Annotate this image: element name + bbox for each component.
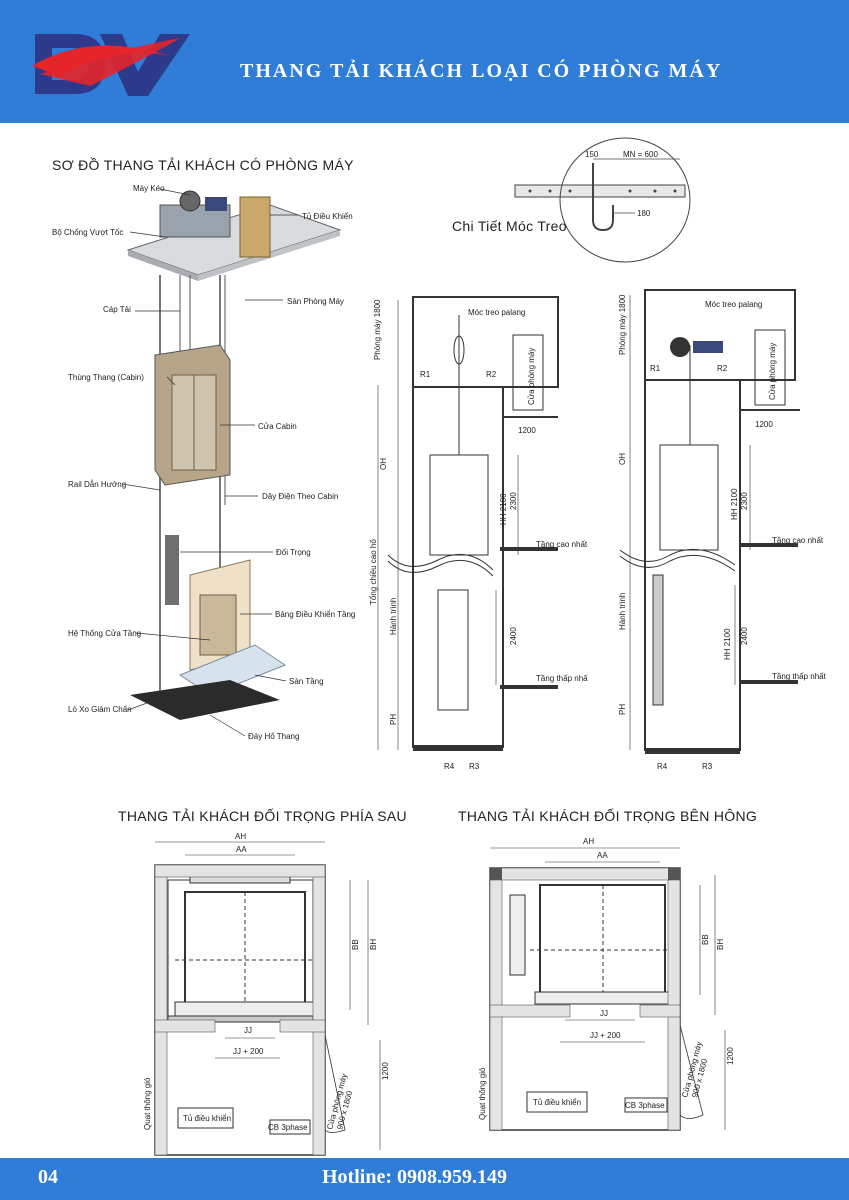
plan2-jj: JJ [600,1009,608,1018]
label-day-ho-thang: Đáy Hố Thang [248,732,300,741]
label-cap-tai: Cáp Tải [103,305,131,314]
plan-side-diagram: AH AA JJ JJ + 200 Tủ điều khiển CB 3phas… [478,837,735,1131]
hook-detail-title: Chi Tiết Móc Treo [452,218,567,234]
page-title: THANG TẢI KHÁCH LOẠI CÓ PHÒNG MÁY [240,60,723,82]
label-bang-dieu-khien-tang: Bảng Điều Khiển Tầng [275,610,356,619]
elev1-r3: R3 [469,762,480,771]
label-day-dien: Dây Điện Theo Cabin [262,492,339,501]
plan1-jj200: JJ + 200 [233,1047,264,1056]
elev2-2300: 2300 [740,492,749,510]
elev1-door: Cửa phòng máy [527,348,536,405]
plan2-1200: 1200 [726,1047,735,1065]
elev2-top-floor: Tầng cao nhất [772,536,824,545]
plan1-ah: AH [235,832,246,841]
elev1-2300: 2300 [509,492,518,510]
elev1-2400: 2400 [509,627,518,645]
label-thung-thang: Thùng Thang (Cabin) [68,373,144,382]
hook-dim-180: 180 [637,209,651,218]
hook-dim-150: 150 [585,150,599,159]
elev2-r4: R4 [657,762,668,771]
elev2-hh: HH 2100 [730,488,739,520]
label-san-phong-may: Sàn Phòng Máy [287,297,344,306]
elev1-r2: R2 [486,370,497,379]
rear-plan-title: THANG TẢI KHÁCH ĐỐI TRỌNG PHÍA SAU [118,808,407,824]
plan2-ah: AH [583,837,594,846]
plan2-jj200: JJ + 200 [590,1031,621,1040]
elev2-hh2: HH 2100 [723,628,732,660]
iso-diagram-title: SƠ ĐỒ THANG TẢI KHÁCH CÓ PHÒNG MÁY [52,157,354,173]
elev2-1200: 1200 [755,420,773,429]
elev2-oh: OH [618,453,627,465]
plan2-cb: CB 3phase [625,1101,665,1110]
plan1-aa: AA [236,845,247,854]
elev1-1200: 1200 [518,426,536,435]
elev1-oh: OH [379,458,388,470]
elev1-total: Tổng chiều cao hố [369,539,378,605]
page-number: 04 [38,1166,58,1188]
header-bar: THANG TẢI KHÁCH LOẠI CÓ PHÒNG MÁY [0,0,849,123]
elev1-pit: PH [389,714,398,725]
hotline-text[interactable]: Hotline: 0908.959.149 [322,1166,507,1188]
elev2-travel: Hành trình [618,593,627,630]
footer-bar: 04 Hotline: 0908.959.149 [0,1158,849,1200]
elev1-r1: R1 [420,370,431,379]
elev1-machine-room: Phòng máy 1800 [373,299,382,360]
elev1-hook-label: Móc treo palang [468,308,525,317]
elevation-side-diagram: Móc treo palang R1 R2 1200 Tầng cao nhất… [618,289,827,771]
elev2-hook-label: Móc treo palang [705,300,762,309]
plan1-bb: BB [351,939,360,950]
brand-logo [32,34,190,96]
label-rail-dan-huong: Rail Dẫn Hướng [68,480,127,489]
hook-dim-mn: MN = 600 [623,150,658,159]
elev2-bottom-floor: Tầng thấp nhất [772,672,827,681]
elev2-r3: R3 [702,762,713,771]
plan2-bh: BH [716,939,725,950]
elev2-door: Cửa phòng máy [768,343,777,400]
plan2-aa: AA [597,851,608,860]
label-may-keo: Máy Kéo [133,184,165,193]
elev2-machine-room: Phòng máy 1800 [618,294,627,355]
plan-rear-diagram: AH AA JJ JJ + 200 Tủ điều khiển CB 3phas… [143,832,390,1156]
plan1-panel: Tủ điều khiển [183,1114,231,1123]
elevation-rear-diagram: Móc treo palang R1 R2 1200 Tầng cao nhất… [369,296,588,771]
label-lo-xo-giam-chan: Lò Xo Giảm Chấn [68,705,132,714]
label-san-tang: Sàn Tầng [289,677,324,686]
elev2-pit: PH [618,704,627,715]
iso-elevator-diagram [121,188,342,737]
plan1-bh: BH [369,939,378,950]
plan1-fan: Quạt thông gió [143,1077,152,1130]
label-bo-chong-vuot-toc: Bộ Chống Vượt Tốc [52,228,124,237]
label-doi-trong: Đối Trọng [276,548,311,557]
plan1-1200: 1200 [381,1062,390,1080]
elev2-r1: R1 [650,364,661,373]
elev1-top-floor: Tầng cao nhất [536,540,588,549]
plan2-bb: BB [701,934,710,945]
elev1-bottom-floor: Tầng thấp nhất [536,674,588,683]
elev1-travel: Hành trình [389,598,398,635]
elev1-r4: R4 [444,762,455,771]
plan2-fan: Quạt thông gió [478,1067,487,1120]
label-tu-dieu-khien: Tủ Điều Khiển [302,212,353,221]
label-he-thong-cua-tang: Hệ Thống Cửa Tầng [68,629,142,638]
side-plan-title: THANG TẢI KHÁCH ĐỐI TRỌNG BÊN HÔNG [458,808,758,824]
hook-detail-diagram: MN = 600 150 180 [514,137,691,263]
plan2-panel: Tủ điều khiển [533,1098,581,1107]
plan1-jj: JJ [244,1026,252,1035]
elev2-r2: R2 [717,364,728,373]
label-cua-cabin: Cửa Cabin [258,422,297,431]
elev2-2400: 2400 [740,627,749,645]
plan1-cb: CB 3phase [268,1123,308,1132]
elev1-hh: HH 2100 [499,493,508,525]
